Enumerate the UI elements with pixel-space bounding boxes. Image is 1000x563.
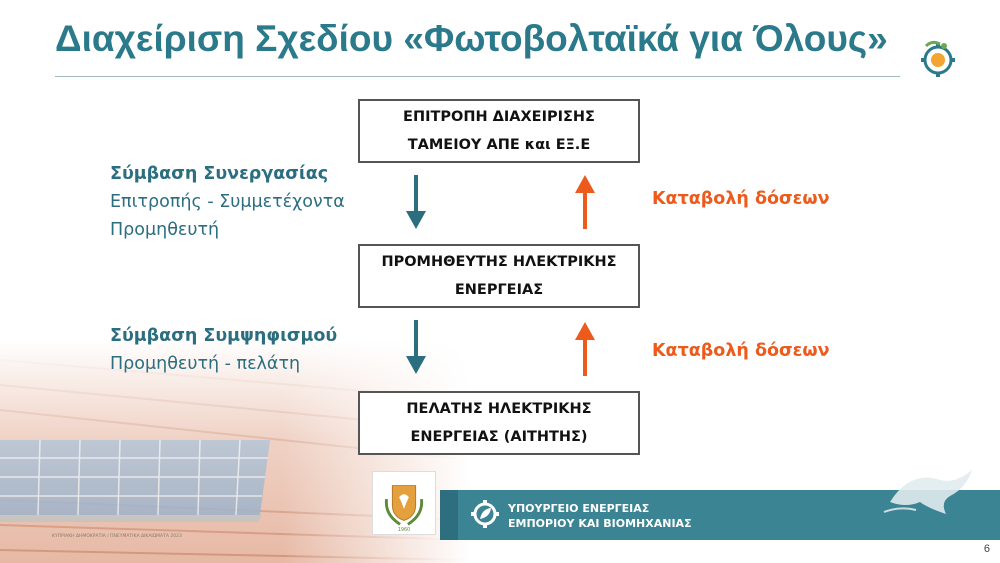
cooperation-contract-line3: Προμηθευτή	[110, 220, 220, 240]
electricity-customer-box: ΠΕΛΑΤΗΣ ΗΛΕΚΤΡΙΚΗΣ ΕΝΕΡΓΕΙΑΣ (ΑΙΤΗΤΗΣ)	[358, 391, 640, 455]
arrow-up-icon	[575, 322, 595, 376]
electricity-customer-line1: ΠΕΛΑΤΗΣ ΗΛΕΚΤΡΙΚΗΣ	[406, 401, 592, 417]
netting-contract-line2: Προμηθευτή - πελάτη	[110, 354, 301, 374]
copyright-credit: ΚΥΠΡΙΑΚΗ ΔΗΜΟΚΡΑΤΙΑ / ΠΝΕΥΜΑΤΙΚΑ ΔΙΚΑΙΩΜ…	[52, 534, 182, 539]
ministry-name: ΥΠΟΥΡΓΕΙΟ ΕΝΕΡΓΕΙΑΣ ΕΜΠΟΡΙΟΥ ΚΑΙ ΒΙΟΜΗΧΑ…	[508, 501, 692, 531]
arrow-down-icon	[406, 320, 426, 374]
ministry-name-line1: ΥΠΟΥΡΓΕΙΟ ΕΝΕΡΓΕΙΑΣ	[508, 502, 650, 515]
page-number: 6	[983, 543, 990, 555]
cooperation-contract-title: Σύμβαση Συνεργασίας	[110, 164, 329, 184]
management-committee-box: ΕΠΙΤΡΟΠΗ ΔΙΑΧΕΙΡΙΣΗΣ ΤΑΜΕΙΟΥ ΑΠΕ και ΕΞ.…	[358, 99, 640, 163]
netting-contract-title: Σύμβαση Συμψηφισμού	[110, 326, 338, 346]
electricity-supplier-line2: ΕΝΕΡΓΕΙΑΣ	[454, 282, 544, 298]
installment-payment-label: Καταβολή δόσεων	[652, 189, 830, 209]
arrow-down-icon	[406, 175, 426, 229]
management-committee-line2: ΤΑΜΕΙΟΥ ΑΠΕ και ΕΞ.Ε	[407, 137, 591, 153]
slide-title: Διαχείριση Σχεδίου «Φωτοβολταϊκά για Όλο…	[55, 18, 888, 59]
electricity-customer-line2: ΕΝΕΡΓΕΙΑΣ (ΑΙΤΗΤΗΣ)	[410, 429, 588, 445]
electricity-supplier-box: ΠΡΟΜΗΘΕΥΤΗΣ ΗΛΕΚΤΡΙΚΗΣ ΕΝΕΡΓΕΙΑΣ	[358, 244, 640, 308]
arrow-up-icon	[575, 175, 595, 229]
svg-text:1960: 1960	[398, 527, 410, 533]
title-divider	[55, 76, 900, 77]
installment-payment-label: Καταβολή δόσεων	[652, 341, 830, 361]
dove-olive-branch-icon	[883, 470, 972, 514]
cyprus-coat-of-arms-icon: 1960	[372, 471, 436, 535]
ministry-footer-accent	[440, 490, 458, 540]
cooperation-contract-line2: Επιτροπής - Συμμετέχοντα	[110, 192, 345, 212]
cooperation-contract-label: Σύμβαση Συνεργασίας Επιτροπής - Συμμετέχ…	[110, 160, 345, 244]
ministry-name-line2: ΕΜΠΟΡΙΟΥ ΚΑΙ ΒΙΟΜΗΧΑΝΙΑΣ	[508, 517, 692, 530]
management-committee-line1: ΕΠΙΤΡΟΠΗ ΔΙΑΧΕΙΡΙΣΗΣ	[403, 109, 595, 125]
gear-leaf-emblem-icon	[471, 500, 499, 528]
netting-contract-label: Σύμβαση Συμψηφισμού Προμηθευτή - πελάτη	[110, 322, 337, 378]
electricity-supplier-line1: ΠΡΟΜΗΘΕΥΤΗΣ ΗΛΕΚΤΡΙΚΗΣ	[381, 254, 617, 270]
solar-gear-logo-icon	[921, 40, 955, 77]
